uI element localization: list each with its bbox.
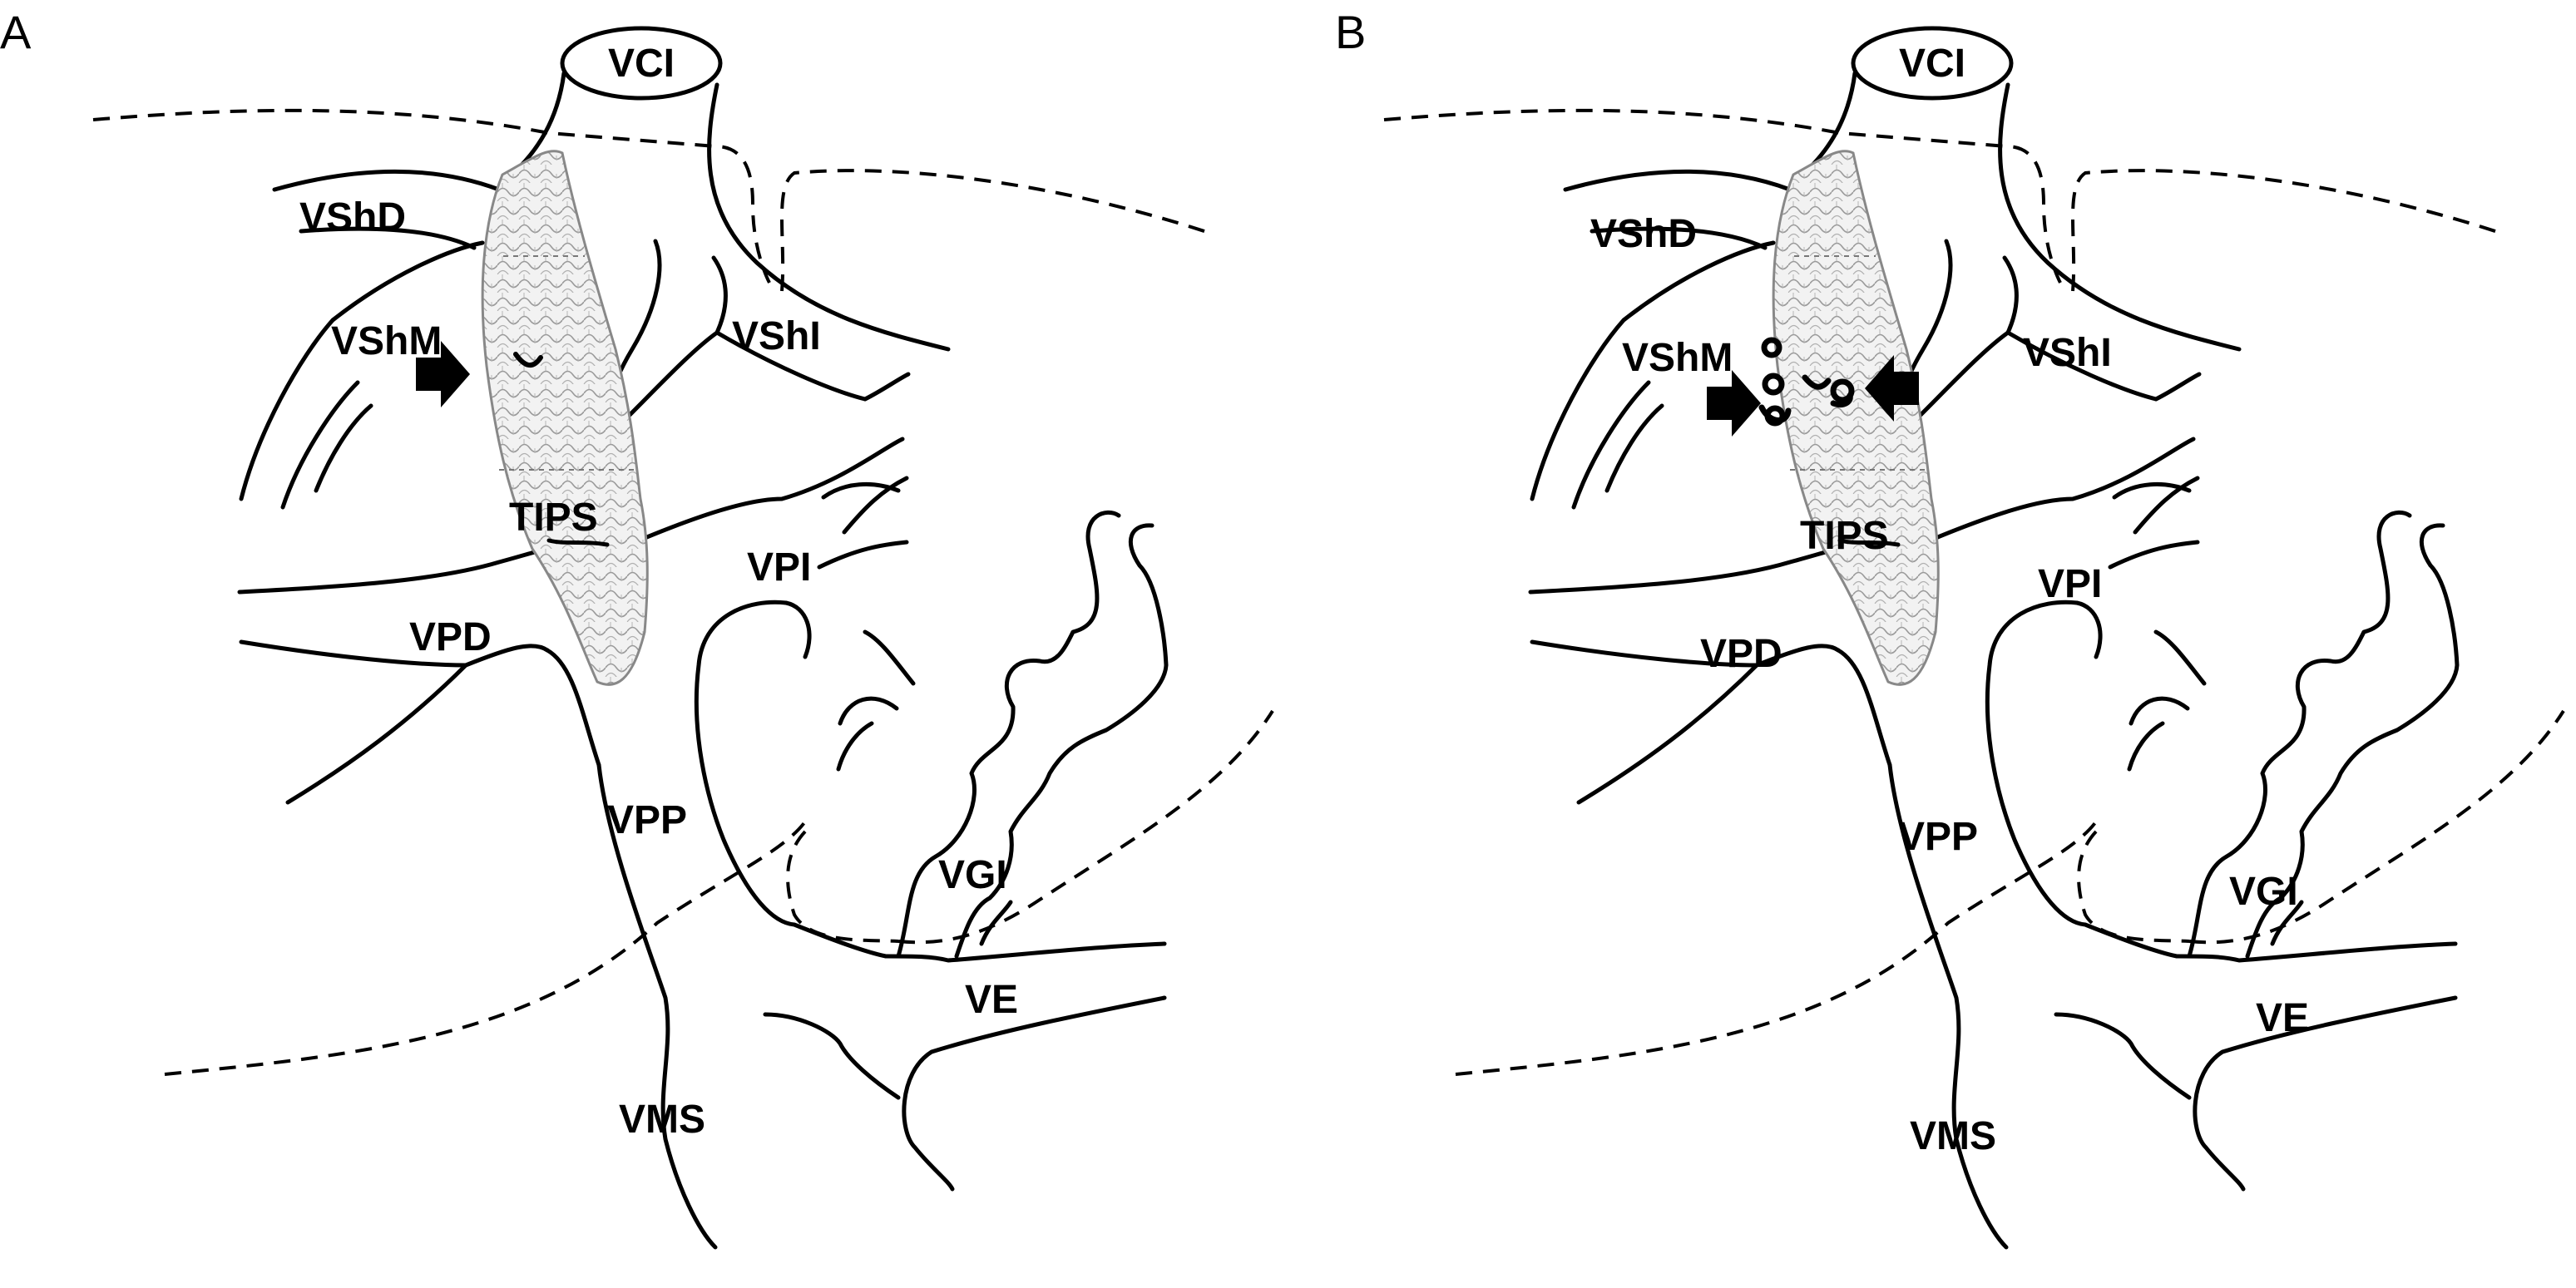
label-vgi: VGI (938, 853, 1007, 897)
label-vshm: VShM (1622, 336, 1733, 380)
label-vshi: VShI (2023, 331, 2112, 375)
panel-a-vessel-drawing (93, 28, 1273, 1247)
label-tips: TIPS (509, 496, 598, 540)
label-vpd: VPD (1700, 632, 1782, 676)
panel-a: A VCI VShD VShM VShI TIPS VPI VPD VPP VG… (0, 6, 1273, 1247)
panel-a-tips-stent (481, 150, 649, 686)
label-vci: VCI (1899, 42, 1965, 86)
label-vshi: VShI (732, 314, 821, 358)
label-ve: VE (2256, 996, 2309, 1040)
label-vshm: VShM (331, 319, 442, 363)
label-vpp: VPP (1898, 815, 1978, 859)
label-vms: VMS (1910, 1114, 1996, 1158)
panel-b-arrow-left-icon (1865, 355, 1919, 422)
panel-a-coil-mark (513, 352, 543, 368)
label-vpi: VPI (2038, 562, 2102, 606)
label-vci: VCI (608, 42, 675, 86)
label-vgi: VGI (2229, 870, 2298, 914)
panel-b: B VCI VShD VShM VShI (1335, 6, 2564, 1247)
label-vms: VMS (619, 1098, 705, 1142)
label-vpp: VPP (607, 798, 687, 842)
label-vshd: VShD (1590, 212, 1697, 256)
panel-b-vessel-drawing (1384, 28, 2564, 1247)
panel-b-arrow-right-icon (1707, 370, 1761, 437)
panel-b-letter: B (1335, 6, 1366, 58)
panel-a-arrow-icon (416, 341, 470, 407)
label-vshd: VShD (299, 195, 406, 239)
panel-b-tips-stent (1772, 150, 1940, 686)
label-vpi: VPI (747, 545, 811, 590)
label-ve: VE (965, 978, 1018, 1022)
panel-a-letter: A (0, 6, 32, 58)
panel-b-coil-cluster (1758, 337, 1855, 427)
label-tips: TIPS (1800, 514, 1889, 558)
label-vpd: VPD (409, 615, 492, 659)
